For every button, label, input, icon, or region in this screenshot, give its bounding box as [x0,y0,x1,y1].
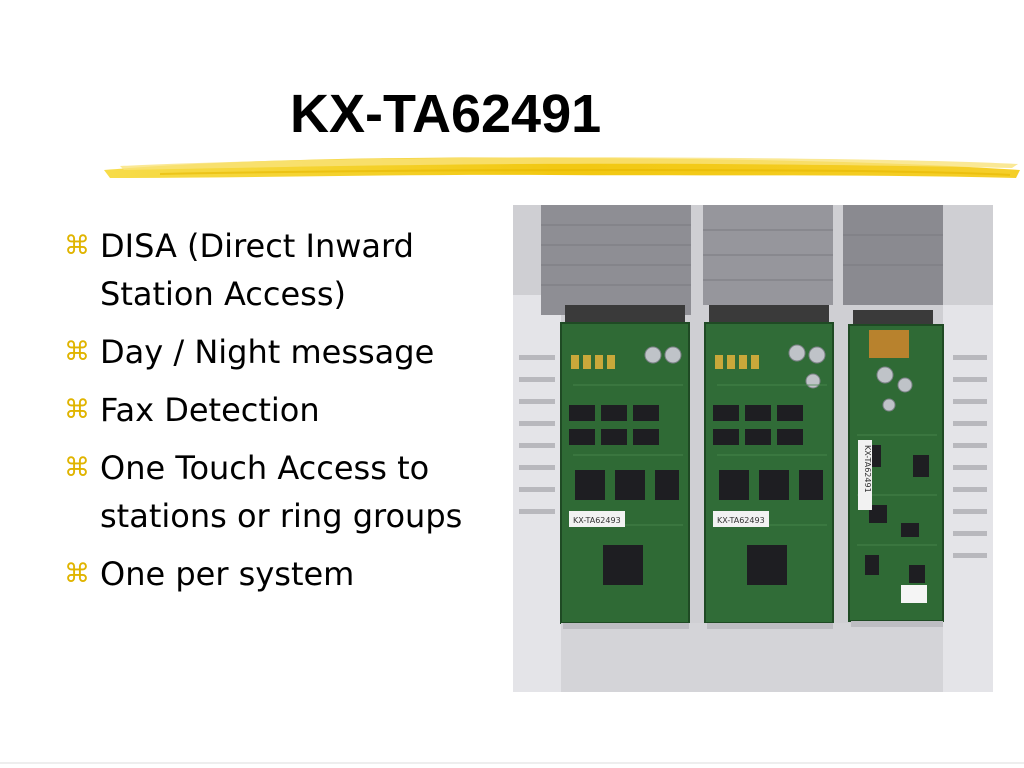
bullet-text: DISA (Direct Inward Station Access) [100,227,414,313]
board-label: KX-TA62493 [573,516,621,525]
bullet-text: Fax Detection [100,391,320,429]
board-label: KX-TA62491 [863,445,872,493]
list-item: ⌘ Day / Night message [64,328,484,376]
bullet-text: One per system [100,555,355,593]
bottom-divider [0,762,1024,764]
list-item: ⌘ One Touch Access to stations or ring g… [64,444,484,540]
bullet-list: ⌘ DISA (Direct Inward Station Access) ⌘ … [64,222,484,608]
command-key-icon: ⌘ [64,337,90,367]
command-key-icon: ⌘ [64,559,90,589]
command-key-icon: ⌘ [64,231,90,261]
title-underline-brushstroke [104,157,1020,178]
command-key-icon: ⌘ [64,453,90,483]
board-label: KX-TA62493 [717,516,765,525]
list-item: ⌘ Fax Detection [64,386,484,434]
slide-title: KX-TA62491 [290,84,602,144]
list-item: ⌘ DISA (Direct Inward Station Access) [64,222,484,318]
bullet-text: One Touch Access to stations or ring gro… [100,449,463,535]
list-item: ⌘ One per system [64,550,484,598]
bullet-text: Day / Night message [100,333,435,371]
circuit-boards-photo: KX-TA62493 KX-TA62493 KX-TA62491 [513,205,993,692]
command-key-icon: ⌘ [64,395,90,425]
